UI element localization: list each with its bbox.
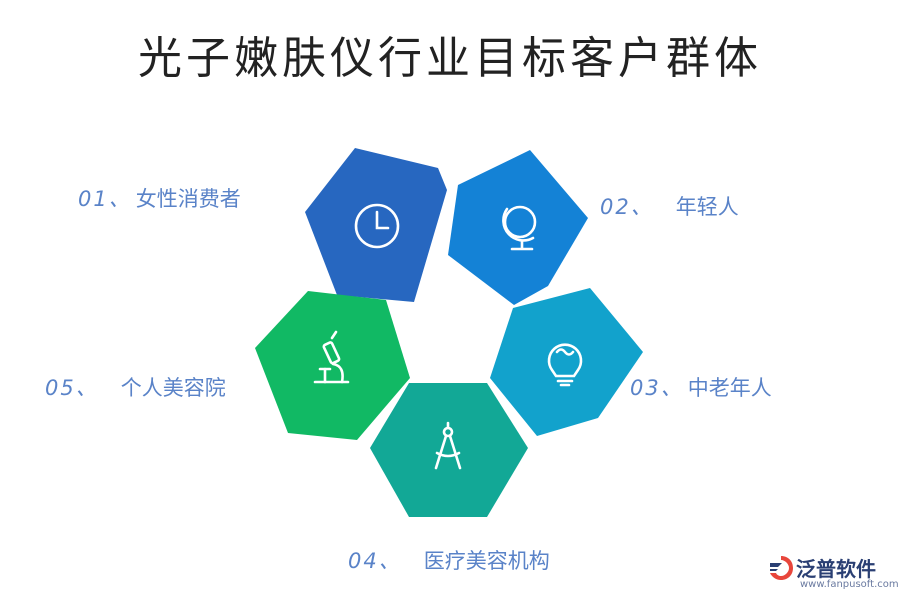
item-number-02: 02、 — [600, 195, 654, 219]
item-label-02: 02、年轻人 — [600, 197, 739, 218]
item-text-03: 中老年人 — [687, 376, 772, 400]
item-number-05: 05、 — [45, 376, 99, 400]
hexagon-02 — [448, 150, 588, 305]
item-number-04: 04、 — [348, 549, 402, 573]
item-label-03: 03、中老年人 — [630, 378, 772, 399]
item-label-04: 04、医疗美容机构 — [348, 551, 550, 572]
clock-icon — [354, 203, 400, 249]
hexagon-item-02[interactable] — [448, 150, 588, 305]
hexagon-item-05[interactable] — [255, 291, 410, 440]
hexagon-item-03[interactable] — [490, 288, 643, 436]
brand-watermark: 泛普软件 www.fanpusoft.com — [766, 551, 899, 597]
fanpu-logo-icon — [770, 556, 793, 580]
globe-icon — [502, 205, 537, 251]
item-label-01: 01、女性消费者 — [78, 189, 241, 210]
page-title: 光子嫩肤仪行业目标客户群体 — [138, 33, 762, 84]
hexagon-04 — [370, 383, 528, 517]
item-text-01: 女性消费者 — [135, 187, 241, 211]
hexagon-item-04[interactable] — [370, 383, 528, 517]
item-number-03: 03、 — [630, 376, 684, 400]
compass-icon — [434, 421, 462, 470]
hexagon-item-01[interactable] — [305, 148, 447, 302]
brand-url: www.fanpusoft.com — [800, 579, 899, 590]
item-text-05: 个人美容院 — [120, 376, 226, 400]
hexagon-05 — [255, 291, 410, 440]
lightbulb-icon — [547, 343, 583, 387]
item-label-05: 05、个人美容院 — [45, 378, 226, 399]
item-text-02: 年轻人 — [675, 195, 739, 219]
microscope-icon — [313, 330, 350, 384]
item-text-04: 医疗美容机构 — [423, 549, 550, 573]
hexagon-03 — [490, 288, 643, 436]
brand-name: 泛普软件 — [796, 557, 876, 581]
item-number-01: 01、 — [78, 187, 132, 211]
